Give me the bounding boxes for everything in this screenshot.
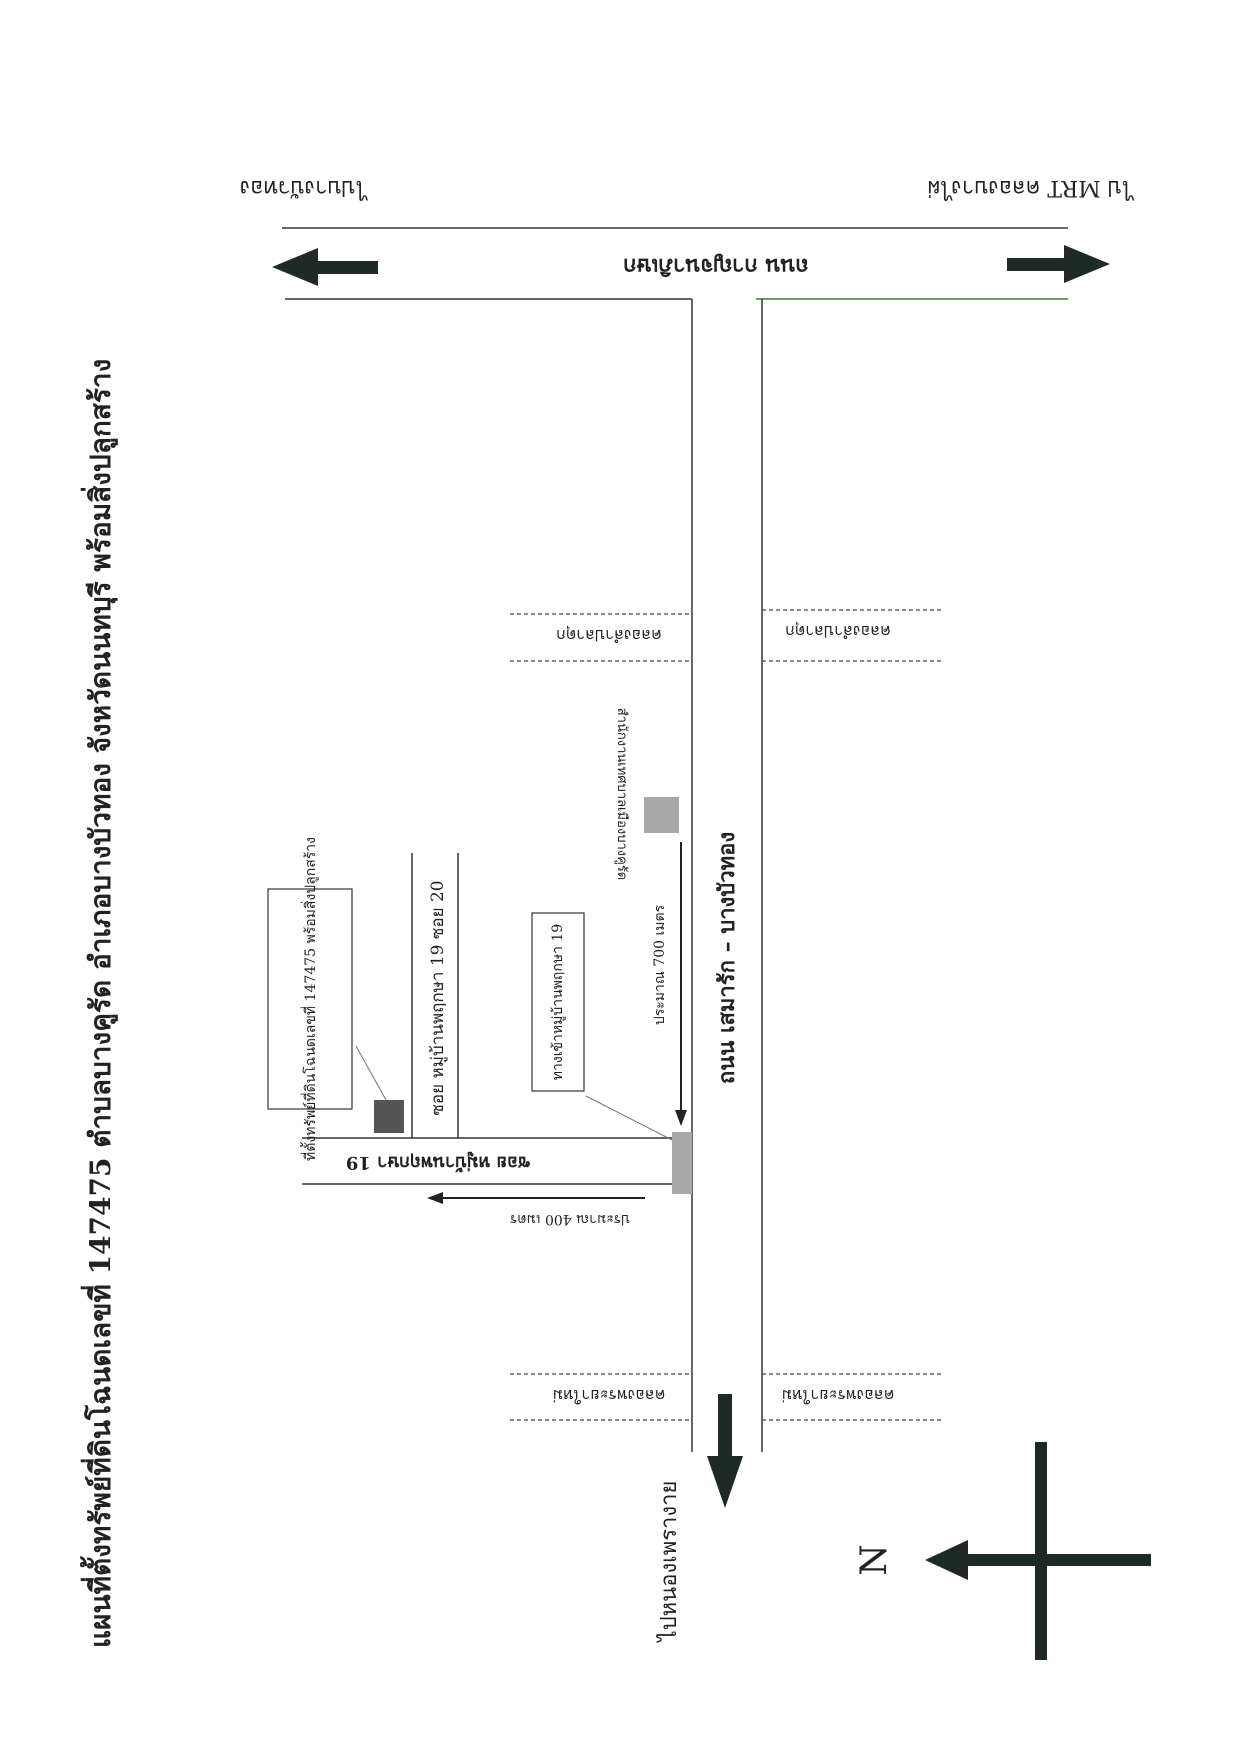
municipal-office-label: สำนักงานเทศบาลเมืองบางคูรัด [614,708,630,881]
compass-north-label: N [854,1544,895,1576]
village-entrance-label: ทางเข้าหมู่บ้านพฤกษา 19 [550,924,566,1080]
canal-upper-left-label: คลองลำปลาดุก [556,625,662,645]
distance-400m-arrow [427,1192,645,1204]
soi-19-label: ซอย หมู่บ้านพฤกษา 19 [346,1151,530,1173]
arrow-to-bang-bua-thong [272,248,378,286]
north-arrow-icon [925,1442,1151,1660]
top-road-label: ถนน กาญจนาภิเษก [623,253,809,279]
main-road-label: ถนน เสมารัก – บางบัวทอง [714,832,740,1084]
subject-property-leader [355,1045,387,1101]
map-title: แผนที่ตั้งทรัพย์ที่ดินโฉนดเลขที่ 147475 … [79,359,118,1648]
arrow-to-mrt [1007,245,1110,283]
distance-700m-label: ประมาณ 700 เมตร [652,904,668,1025]
distance-400m-label: ประมาณ 400 เมตร [509,1211,630,1227]
canal-lower-left-label: คลองพระยาใหม่ [553,1386,666,1405]
village-entrance-callout [531,912,585,1092]
subject-property-marker [374,1100,404,1133]
municipal-office-marker [644,797,679,833]
village-entrance-marker [672,1132,692,1194]
canal-lower-right-label: คลองพระยาใหม่ [782,1386,895,1405]
canal-upper-right-label: คลองลำปลาดุก [785,621,891,641]
direction-to-mrt: ไป MRT คลองบางไผ่ [927,175,1135,201]
direction-to-nong-phrao-ngai: ไปหนองเพรางาย [656,1481,682,1644]
subject-property-label: ที่ตั้งทรัพย์ที่ดินโฉนดเลขที่ 147475 พร้… [300,837,319,1161]
village-entrance-leader [585,1095,673,1141]
direction-to-bang-bua-thong: ไปบางบัวทอง [240,175,369,201]
soi-19-20-label: ซอย หมู่บ้านพฤกษา 19 ซอย 20 [428,880,448,1115]
distance-700m-arrow [675,842,687,1126]
subject-property-callout [267,888,353,1110]
arrow-to-nong-phrao-ngai [707,1394,743,1508]
